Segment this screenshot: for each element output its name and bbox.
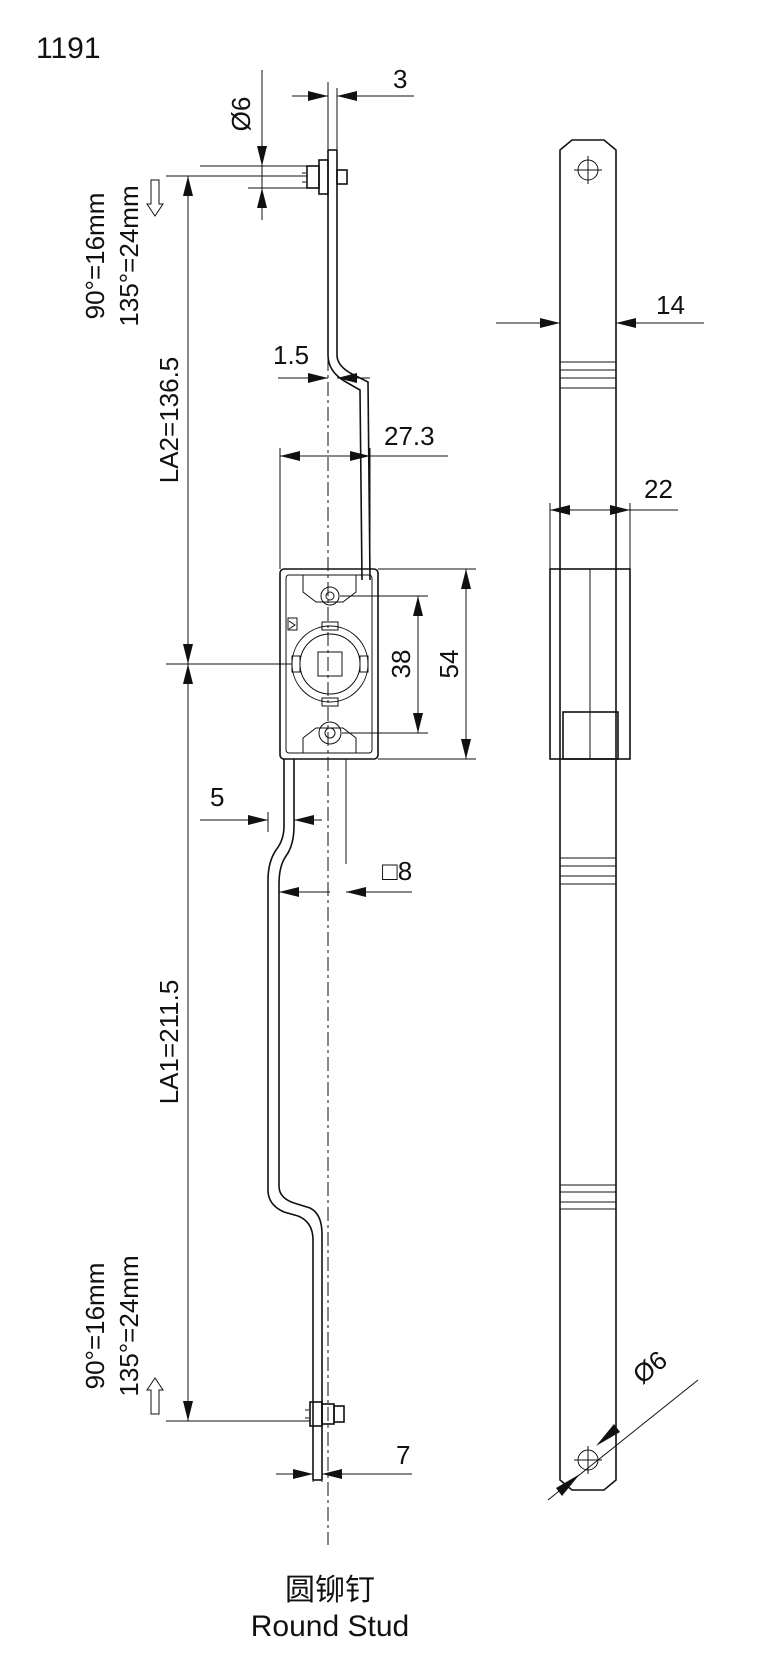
svg-text:Ø6: Ø6 <box>226 97 256 132</box>
lower-rod <box>267 759 347 1481</box>
svg-text:□8: □8 <box>382 856 412 886</box>
svg-text:Ø6: Ø6 <box>627 1345 673 1390</box>
svg-text:3: 3 <box>393 64 407 94</box>
dim-housing-half-width: 27.3 <box>279 421 448 569</box>
arrow-down-icon <box>146 179 164 217</box>
dim-bend-offset-upper: 1.5 <box>273 340 370 383</box>
bottom-stud <box>305 1401 345 1427</box>
upper-rod <box>327 149 371 581</box>
dim-hole-spacing: 38 <box>340 595 428 734</box>
svg-text:5: 5 <box>210 782 224 812</box>
dim-bar-width: 14 <box>496 290 704 328</box>
part-number: 1191 <box>36 32 101 65</box>
side-view: 14 22 Ø6 <box>496 139 704 1501</box>
svg-text:22: 22 <box>644 474 673 504</box>
svg-text:54: 54 <box>434 650 464 679</box>
rod-length-lower: LA1=211.5 <box>154 980 184 1105</box>
svg-text:1.5: 1.5 <box>273 340 309 370</box>
dim-square-drive: □8 <box>279 856 412 897</box>
dim-rod-lengths: LA2=136.5 LA1=211.5 <box>154 175 310 1422</box>
dim-housing-width-side: 22 <box>549 474 678 569</box>
caption-chinese: 圆铆钉 <box>285 1574 375 1607</box>
dim-stud-offset-bottom: 7 <box>276 1440 412 1482</box>
dim-housing-height: 54 <box>378 568 476 760</box>
arrow-up-icon <box>146 1377 164 1415</box>
dim-lower-offset: 5 <box>200 782 322 832</box>
svg-text:27.3: 27.3 <box>384 421 435 451</box>
stroke-note-bottom: 90°=16mm 135°=24mm <box>80 1255 164 1415</box>
rod-length-upper: LA2=136.5 <box>154 357 184 484</box>
side-bar <box>559 139 617 1491</box>
svg-text:14: 14 <box>656 290 685 320</box>
svg-text:135°=24mm: 135°=24mm <box>114 1255 144 1396</box>
top-stud <box>302 159 348 195</box>
groove-bands <box>560 361 616 1210</box>
dim-hole-diameter-side: Ø6 <box>547 1345 699 1501</box>
svg-text:135°=24mm: 135°=24mm <box>114 185 144 326</box>
dim-stud-offset-top: 3 <box>292 64 414 150</box>
caption-english: Round Stud <box>251 1610 409 1643</box>
dim-stud-diameter-top: Ø6 <box>200 70 307 220</box>
svg-text:7: 7 <box>396 1440 410 1470</box>
stroke-note-top: 90°=16mm 135°=24mm <box>80 179 164 327</box>
svg-text:38: 38 <box>386 650 416 679</box>
svg-text:90°=16mm: 90°=16mm <box>80 1263 110 1390</box>
svg-text:90°=16mm: 90°=16mm <box>80 193 110 320</box>
lock-housing <box>279 568 379 760</box>
front-view: Ø6 3 1.5 27.3 <box>80 64 476 1545</box>
